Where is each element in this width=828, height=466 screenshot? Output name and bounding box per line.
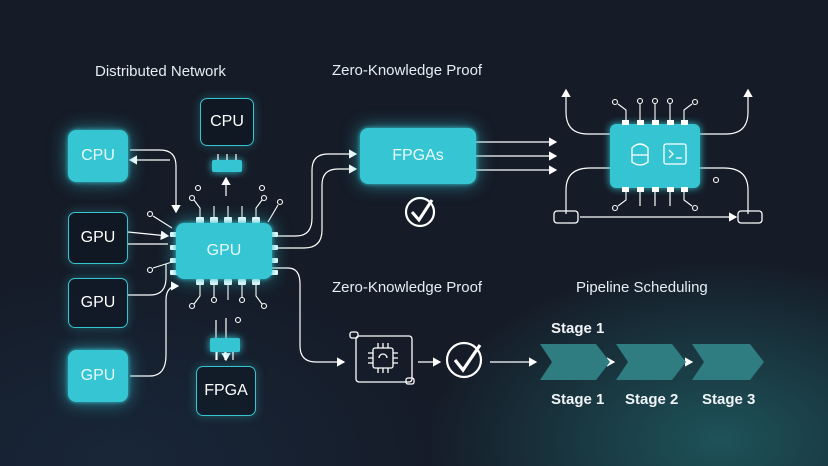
microchip-icon — [610, 97, 720, 212]
gpu-left-node-3[interactable]: GPU — [68, 350, 128, 402]
gpu-center-node[interactable]: GPU — [176, 223, 272, 279]
stage-1-chevron — [540, 344, 610, 380]
stage-label-top: Stage 1 — [551, 320, 605, 337]
zk-proof-title-bottom: Zero-Knowledge Proof — [332, 279, 483, 296]
distributed-network-title: Distributed Network — [95, 63, 226, 80]
connector-right-icon — [737, 210, 763, 224]
stage-label-3: Stage 3 — [702, 391, 756, 408]
check-icon — [445, 341, 483, 379]
pipeline-scheduling-title: Pipeline Scheduling — [576, 279, 708, 296]
stage-label-1: Stage 1 — [551, 391, 605, 408]
stage-2-chevron — [616, 344, 686, 380]
stage-label-2: Stage 2 — [625, 391, 679, 408]
check-icon — [404, 196, 436, 228]
pipeline-stages — [540, 344, 764, 380]
connector-left-icon — [553, 210, 579, 224]
fpga-bottom-node[interactable]: FPGA — [196, 366, 256, 416]
gpu-left-node-1[interactable]: GPU — [68, 212, 128, 264]
fpga-connector-icon — [210, 338, 240, 360]
gpu-left-node-2[interactable]: GPU — [68, 278, 128, 328]
cpu-left-node[interactable]: CPU — [68, 130, 128, 182]
fpgas-node[interactable]: FPGAs — [360, 128, 476, 184]
stage-3-chevron — [692, 344, 764, 380]
cpu-top-node[interactable]: CPU — [200, 98, 254, 146]
chip-icon — [349, 331, 415, 385]
cpu-connector-icon — [212, 154, 242, 172]
zk-proof-title-top: Zero-Knowledge Proof — [332, 62, 483, 79]
